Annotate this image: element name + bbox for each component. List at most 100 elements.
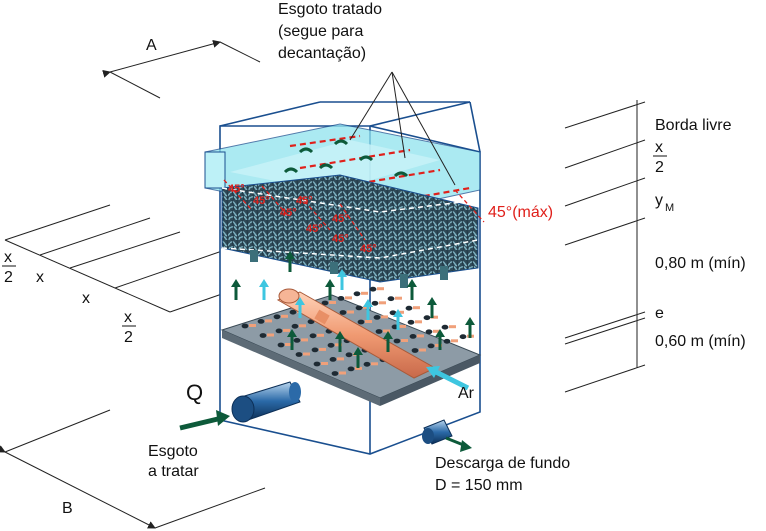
diffuser-bar [399, 324, 406, 328]
diffuser-bar [377, 287, 384, 291]
label-q: Q [186, 380, 203, 405]
plate-hole [347, 366, 355, 372]
plate-hole [313, 361, 321, 367]
plate-hole [329, 357, 337, 362]
angle-label: 45° [306, 223, 323, 235]
diffuser-bar [413, 306, 420, 310]
diffuser-bar [339, 371, 346, 375]
upflow-arrow-head [407, 279, 417, 287]
plate-hole [423, 315, 431, 321]
diffuser-bar [299, 324, 306, 328]
svg-text:2: 2 [4, 269, 13, 286]
plate-hole [277, 342, 285, 348]
plate-hole [407, 319, 415, 325]
plate-hole [409, 334, 417, 339]
treated-leader-lines [349, 71, 456, 186]
diffuser-bar [449, 325, 456, 329]
plate-hole [459, 334, 467, 340]
label-media-height: 0,80 m (mín) [655, 255, 746, 272]
plate-hole [295, 352, 303, 357]
diffuser-bar [431, 315, 438, 319]
upflow-arrow-head [465, 317, 475, 325]
plate-hole [405, 305, 413, 311]
label-e: e [655, 305, 664, 322]
drain-pipe [422, 419, 472, 452]
upflow-arrow-head [337, 269, 347, 277]
plate-hole [337, 296, 345, 301]
upflow-arrow-head [393, 309, 403, 317]
angle-label: 45° [228, 183, 245, 195]
air-inlet-arrow [426, 366, 470, 391]
diffuser-bar [379, 301, 386, 305]
upflow-arrow-head [285, 251, 295, 259]
upflow-arrow-head [325, 279, 335, 287]
plate-hole [309, 333, 317, 339]
fraction-left-bottom: x 2 [122, 309, 136, 346]
plate-hole [275, 328, 283, 334]
upflow-arrow-head [435, 329, 445, 337]
label-x-2: x [82, 290, 90, 307]
plate-hole [291, 323, 299, 329]
plate-hole [425, 329, 433, 335]
svg-text:x: x [124, 309, 132, 326]
upflow-arrow-head [259, 279, 269, 287]
diffuser-bar [265, 319, 272, 323]
diffuser-bar [419, 348, 426, 352]
svg-text:2: 2 [655, 159, 664, 176]
angle-label: 45° [332, 233, 349, 245]
diffuser-bar [283, 328, 290, 332]
plate-hole [327, 342, 335, 348]
plate-hole [353, 291, 361, 297]
upflow-arrow-head [427, 297, 437, 305]
plate-hole [289, 309, 297, 315]
diffuser-bar [365, 320, 372, 323]
angle-label: 45° [280, 207, 297, 219]
diffuser-bar [301, 338, 308, 342]
diffuser-bar [401, 339, 408, 342]
diffuser-bar [451, 339, 458, 343]
svg-text:x: x [4, 249, 12, 266]
plate-hole [357, 319, 365, 325]
diffuser-bar [371, 362, 378, 366]
plate-hole [441, 324, 449, 330]
diffuser-bar [361, 291, 368, 295]
label-max-angle: 45°(máx) [488, 204, 553, 221]
diffuser-bar [337, 357, 344, 361]
angle-label: 45° [360, 243, 377, 255]
plate-hole [307, 319, 315, 325]
diffuser-bar [281, 314, 288, 318]
angle-lines [223, 179, 485, 241]
plate-hole [293, 338, 301, 343]
right-dimension-chain [564, 100, 646, 393]
diffuser-bar [381, 315, 388, 319]
diffuser-bar [345, 296, 352, 300]
inlet-arrow [179, 410, 230, 431]
label-b: B [62, 500, 73, 517]
upflow-arrow-head [335, 331, 345, 339]
plate-hole [273, 314, 281, 320]
media-bed [221, 174, 479, 288]
plate-hole [373, 315, 381, 320]
plate-hole [339, 310, 347, 315]
plate-hole [321, 300, 329, 306]
label-inflow-1: Esgoto [148, 443, 198, 460]
diffuser-bar [397, 310, 404, 314]
diffuser-bar [415, 320, 422, 324]
plate-hole [443, 338, 451, 344]
plate-hole [389, 310, 397, 316]
label-freeboard: Borda livre [655, 117, 732, 134]
upflow-arrow-head [363, 299, 373, 307]
diffuser-bar [383, 329, 390, 333]
label-x-1: x [36, 269, 44, 286]
label-bottom-height: 0,60 m (mín) [655, 333, 746, 350]
diffuser-bar [395, 296, 402, 300]
diffuser-bar [267, 333, 274, 337]
upflow-arrow-head [353, 347, 363, 355]
plate-hole [411, 348, 419, 353]
plate-hole [311, 347, 319, 353]
label-drain-1: Descarga de fundo [435, 455, 570, 472]
plate-hole [355, 305, 363, 311]
fraction-right: x 2 [653, 139, 667, 176]
